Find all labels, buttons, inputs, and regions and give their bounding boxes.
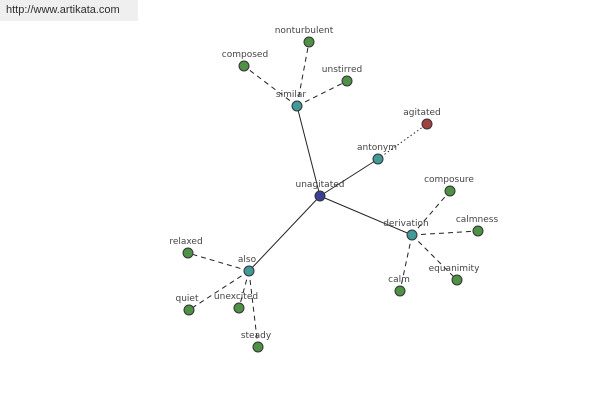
node-label-quiet: quiet [176,294,199,304]
node-circle-composed[interactable] [238,60,250,72]
node-circle-calm[interactable] [394,285,406,297]
node-circle-composure[interactable] [444,185,456,197]
edge-unagitated-similar [296,105,321,197]
node-circle-equanimity[interactable] [451,274,463,286]
edge-derivation-calm [399,234,413,292]
node-agitated[interactable]: agitated [403,108,441,130]
node-calm[interactable]: calm [388,275,410,297]
node-antonym[interactable]: antonym [357,143,397,165]
node-label-equanimity: equanimity [429,264,480,274]
node-circle-unexcited[interactable] [233,302,245,314]
node-unexcited[interactable]: unexcited [214,292,258,314]
edge-antonym-agitated [377,123,428,160]
edge-derivation-composure [411,190,451,236]
node-circle-relaxed[interactable] [182,247,194,259]
node-label-similar: similar [276,90,306,100]
node-steady[interactable]: steady [241,331,272,353]
node-label-relaxed: relaxed [169,237,202,247]
node-equanimity[interactable]: equanimity [429,264,480,286]
node-circle-also[interactable] [243,265,255,277]
node-label-calm: calm [388,275,410,285]
node-similar[interactable]: similar [276,90,306,112]
node-circle-unstirred[interactable] [341,75,353,87]
node-circle-agitated[interactable] [421,118,433,130]
node-relaxed[interactable]: relaxed [169,237,203,259]
node-quiet[interactable]: quiet [176,294,199,316]
nodes-layer: unagitated similar antonym derivation also no… [169,26,499,353]
node-calmness[interactable]: calmness [456,215,499,237]
node-circle-antonym[interactable] [372,153,384,165]
node-unagitated[interactable]: unagitated [296,180,345,202]
node-circle-similar[interactable] [291,100,303,112]
node-circle-nonturbulent[interactable] [303,36,315,48]
node-circle-derivation[interactable] [406,229,418,241]
edge-unagitated-also [248,195,321,272]
node-also[interactable]: also [238,255,257,277]
node-label-steady: steady [241,331,272,341]
node-label-agitated: agitated [403,108,441,118]
edges-layer [187,41,479,348]
node-circle-unagitated[interactable] [314,190,326,202]
edge-similar-nonturbulent [296,41,310,107]
source-url[interactable]: http://www.artikata.com [0,0,138,21]
node-label-derivation: derivation [383,219,429,229]
node-composure[interactable]: composure [424,175,474,197]
node-label-unstirred: unstirred [322,65,362,75]
node-unstirred[interactable]: unstirred [322,65,362,87]
node-label-also: also [238,255,257,265]
edge-unagitated-antonym [319,158,379,197]
node-circle-calmness[interactable] [472,225,484,237]
node-label-composed: composed [222,50,268,60]
edge-similar-unstirred [296,80,348,107]
node-circle-steady[interactable] [252,341,264,353]
edge-also-steady [248,270,259,348]
node-circle-quiet[interactable] [183,304,195,316]
node-nonturbulent[interactable]: nonturbulent [275,26,334,48]
edge-also-relaxed [187,252,250,272]
edge-derivation-calmness [411,230,479,236]
node-label-antonym: antonym [357,143,397,153]
node-label-composure: composure [424,175,474,185]
edge-derivation-equanimity [411,234,458,281]
node-derivation[interactable]: derivation [383,219,429,241]
node-label-calmness: calmness [456,215,499,225]
edge-also-unexcited [238,270,250,309]
edge-unagitated-derivation [319,195,413,236]
node-label-unagitated: unagitated [296,180,345,190]
node-label-unexcited: unexcited [214,292,258,302]
edge-also-quiet [188,270,250,311]
node-label-nonturbulent: nonturbulent [275,26,334,36]
node-composed[interactable]: composed [222,50,268,72]
edge-similar-composed [243,65,298,107]
